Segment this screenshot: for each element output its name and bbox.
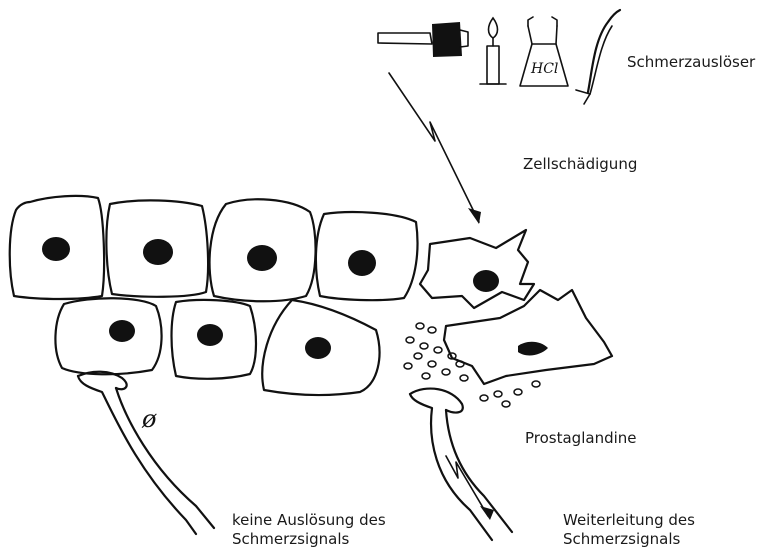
healthy-cell [172,300,257,379]
null-symbol: ø [141,405,157,433]
acid-label: HCl [530,61,558,77]
label-no-signal-line2: Schmerzsignals [232,530,386,549]
healthy-cell [106,200,208,296]
healthy-cell [210,199,316,301]
label-cell-damage: Zellschädigung [523,155,637,174]
label-no-signal: keine Auslösung des Schmerzsignals [232,511,386,549]
nerve-ending-active [410,389,512,540]
healthy-cell [55,298,161,374]
nerve-ending-inactive: ø [78,372,214,534]
label-no-signal-line1: keine Auslösung des [232,511,386,530]
label-prostaglandins: Prostaglandine [525,429,637,448]
healthy-cell [10,196,104,299]
damage-arrow [389,73,481,224]
damaged-cell [420,230,534,308]
healthy-cell [262,300,379,395]
label-forward-line2: Schmerzsignals [563,530,695,549]
hammer-icon [378,22,468,57]
whip-icon [576,10,620,104]
label-pain-triggers: Schmerzauslöser [627,53,755,72]
acid-flask-icon: HCl [520,17,568,86]
candle-icon [480,18,506,84]
healthy-cell [316,212,418,300]
label-forward-signal: Weiterleitung des Schmerzsignals [563,511,695,549]
label-forward-line1: Weiterleitung des [563,511,695,530]
